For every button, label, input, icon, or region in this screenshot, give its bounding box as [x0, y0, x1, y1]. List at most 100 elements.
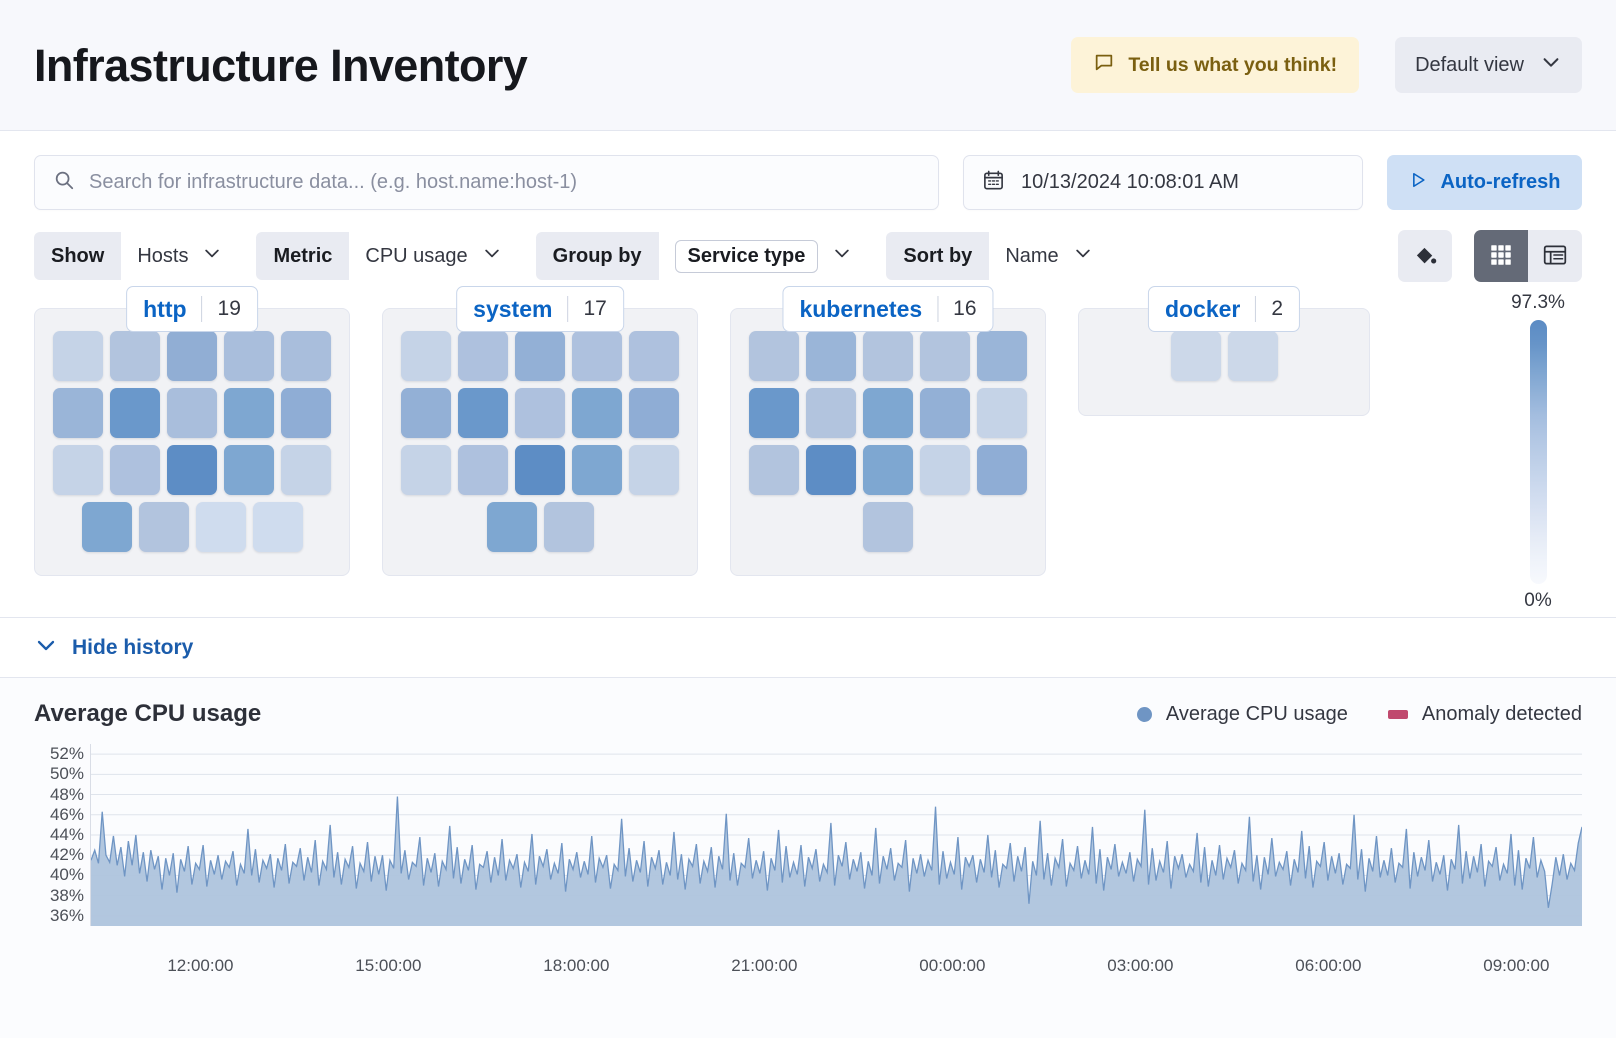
host-tile[interactable]: [629, 388, 679, 438]
x-axis-tick: 06:00:00: [1295, 956, 1362, 975]
host-tile[interactable]: [53, 445, 103, 495]
chart-plot[interactable]: [90, 744, 1582, 926]
toolbar: 10/13/2024 10:08:01 AM Auto-refresh Show…: [0, 131, 1616, 282]
host-tile[interactable]: [224, 388, 274, 438]
host-tile[interactable]: [458, 445, 508, 495]
table-view-button[interactable]: [1528, 230, 1582, 282]
host-tile[interactable]: [1170, 331, 1221, 381]
host-tile[interactable]: [920, 445, 970, 495]
host-tile[interactable]: [572, 445, 622, 495]
hide-history-toggle[interactable]: Hide history: [0, 618, 1616, 678]
host-tile[interactable]: [401, 331, 451, 381]
feedback-button[interactable]: Tell us what you think!: [1071, 37, 1360, 93]
legend-item-average-cpu-usage[interactable]: Average CPU usage: [1136, 702, 1348, 726]
host-tile[interactable]: [863, 445, 913, 495]
x-axis-tick: 21:00:00: [731, 956, 798, 975]
legend-item-anomaly-detected[interactable]: Anomaly detected: [1387, 702, 1582, 726]
host-tile[interactable]: [806, 331, 856, 381]
host-tile[interactable]: [629, 331, 679, 381]
host-tile[interactable]: [863, 388, 913, 438]
group-body-kubernetes: [730, 308, 1046, 576]
y-axis-tick: 42%: [49, 845, 84, 865]
host-tile[interactable]: [806, 445, 856, 495]
host-tile[interactable]: [224, 445, 274, 495]
host-tile[interactable]: [167, 388, 217, 438]
host-tile[interactable]: [110, 388, 160, 438]
chart-header: Average CPU usage Average CPU usage Anom…: [34, 700, 1582, 728]
host-tile[interactable]: [572, 331, 622, 381]
host-tile[interactable]: [224, 331, 274, 381]
legend-min-label: 0%: [1524, 590, 1552, 611]
host-tile[interactable]: [977, 331, 1027, 381]
host-tile[interactable]: [749, 388, 799, 438]
filter-group-by-text: Service type: [674, 239, 819, 273]
y-axis-tick: 40%: [49, 865, 84, 885]
host-tile[interactable]: [110, 331, 160, 381]
host-tile[interactable]: [863, 331, 913, 381]
history-chart-panel: Average CPU usage Average CPU usage Anom…: [0, 678, 1616, 1038]
chart-plot-wrap: 36%38%40%42%44%46%48%50%52%: [34, 744, 1582, 944]
grid-view-button[interactable]: [1474, 230, 1528, 282]
host-tile[interactable]: [53, 331, 103, 381]
host-tile[interactable]: [515, 331, 565, 381]
filter-group-by-value[interactable]: Service type: [658, 232, 869, 280]
filter-metric-value[interactable]: CPU usage: [349, 232, 518, 280]
host-tile[interactable]: [749, 445, 799, 495]
chevron-down-icon: [34, 633, 58, 662]
host-tile[interactable]: [138, 502, 189, 552]
chevron-down-icon: [202, 243, 222, 269]
legend-label-anomaly: Anomaly detected: [1421, 702, 1582, 725]
host-tile[interactable]: [281, 445, 331, 495]
filter-metric: Metric CPU usage: [256, 232, 518, 280]
host-tile[interactable]: [920, 388, 970, 438]
legend-label-average: Average CPU usage: [1165, 702, 1348, 725]
view-controls: [1398, 230, 1582, 282]
search-box[interactable]: [34, 155, 939, 210]
host-tile[interactable]: [806, 388, 856, 438]
host-tile[interactable]: [1227, 331, 1278, 381]
host-tile[interactable]: [53, 388, 103, 438]
filter-group-by: Group by Service type: [535, 232, 869, 280]
default-view-button[interactable]: Default view: [1395, 37, 1582, 93]
host-tile[interactable]: [515, 445, 565, 495]
host-tile[interactable]: [458, 388, 508, 438]
host-tile[interactable]: [167, 445, 217, 495]
host-tile[interactable]: [920, 331, 970, 381]
toolbar-search-row: 10/13/2024 10:08:01 AM Auto-refresh: [34, 155, 1582, 210]
host-tile[interactable]: [81, 502, 132, 552]
host-tile[interactable]: [572, 388, 622, 438]
filter-show-value[interactable]: Hosts: [121, 232, 239, 280]
group-name: docker: [1164, 295, 1241, 322]
host-tile[interactable]: [110, 445, 160, 495]
auto-refresh-button[interactable]: Auto-refresh: [1387, 155, 1582, 210]
host-tile[interactable]: [195, 502, 246, 552]
host-tile[interactable]: [458, 331, 508, 381]
host-tile[interactable]: [281, 388, 331, 438]
host-tile[interactable]: [401, 445, 451, 495]
host-tile[interactable]: [543, 502, 594, 552]
host-tile[interactable]: [515, 388, 565, 438]
filter-show: Show Hosts: [34, 232, 239, 280]
host-tile[interactable]: [252, 502, 303, 552]
search-input[interactable]: [89, 171, 920, 194]
date-picker[interactable]: 10/13/2024 10:08:01 AM: [963, 155, 1363, 210]
host-tile[interactable]: [977, 388, 1027, 438]
host-tile[interactable]: [167, 331, 217, 381]
filter-sort-by-value[interactable]: Name: [989, 232, 1109, 280]
x-axis-tick: 03:00:00: [1107, 956, 1174, 975]
host-tile[interactable]: [629, 445, 679, 495]
host-tile[interactable]: [401, 388, 451, 438]
host-tile[interactable]: [281, 331, 331, 381]
fill-color-button[interactable]: [1398, 230, 1452, 282]
host-tile[interactable]: [977, 445, 1027, 495]
host-tile[interactable]: [749, 331, 799, 381]
host-tile[interactable]: [863, 502, 913, 552]
host-tile[interactable]: [486, 502, 537, 552]
tile-row: [486, 502, 594, 552]
